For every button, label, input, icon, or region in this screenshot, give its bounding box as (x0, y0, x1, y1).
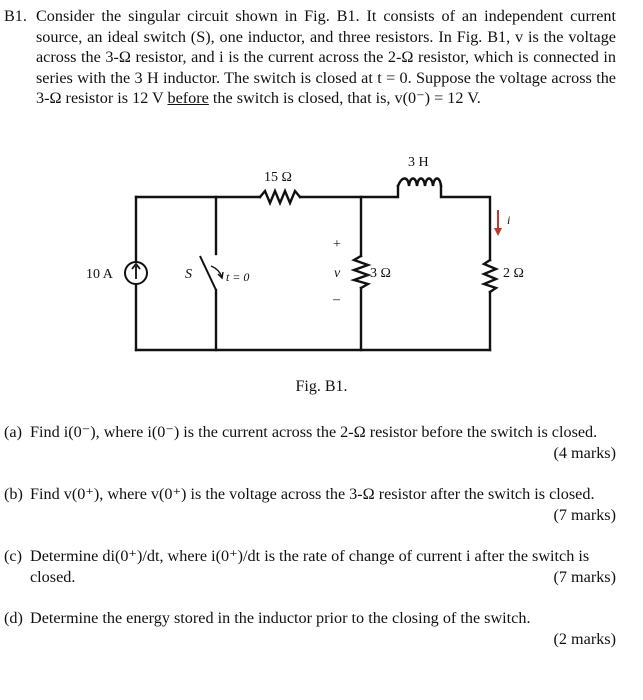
voltage-label: v (334, 266, 341, 281)
problem-text-emphasis: before (167, 89, 209, 107)
switch-icon (199, 255, 224, 291)
current-label: i (507, 213, 510, 227)
part-text: Find v(0⁺), where v(0⁺) is the voltage a… (30, 485, 595, 503)
part-label: (d) (4, 609, 23, 627)
problem-number: B1. (4, 7, 27, 25)
part-marks: (4 marks) (553, 444, 616, 462)
figure-caption: Fig. B1. (295, 378, 348, 395)
voltage-minus: – (332, 292, 341, 307)
question-part-b: (b) Find v(0⁺), where v(0⁺) is the volta… (4, 484, 616, 526)
question-part-d: (d) Determine the energy stored in the i… (4, 608, 616, 650)
resistor-2-label: 2 Ω (503, 266, 524, 281)
inductor-3h (396, 177, 443, 188)
part-text: Determine the energy stored in the induc… (30, 609, 531, 627)
resistor-3-ohm (350, 254, 372, 290)
problem-statement: B1. Consider the singular circuit shown … (4, 6, 616, 109)
resistor-2-ohm (480, 258, 500, 294)
problem-text-2: the switch is closed, that is, v(0⁻) = 1… (208, 89, 481, 107)
current-arrow-icon (494, 210, 502, 236)
part-marks: (7 marks) (553, 506, 616, 524)
part-label: (c) (4, 547, 22, 565)
problem-paragraph: Consider the singular circuit shown in F… (36, 6, 616, 109)
resistor-15-label: 15 Ω (264, 170, 292, 185)
current-source-icon (124, 261, 148, 285)
part-label: (a) (4, 423, 22, 441)
inductor-label: 3 H (408, 155, 429, 170)
voltage-plus: + (333, 237, 341, 252)
problem-text-1: Consider the singular circuit shown in F… (36, 7, 616, 107)
problem-body: Consider the singular circuit shown in F… (36, 6, 616, 109)
part-text: Determine di(0⁺)/dt, where i(0⁺)/dt is t… (30, 547, 590, 586)
resistor-15-ohm (258, 187, 302, 207)
part-label: (b) (4, 485, 23, 503)
part-text: Find i(0⁻), where i(0⁻) is the current a… (30, 423, 598, 441)
part-marks: (2 marks) (553, 630, 616, 648)
part-marks: (7 marks) (553, 568, 616, 586)
source-label: 10 A (86, 267, 114, 282)
switch-label: S (185, 267, 192, 282)
top-mid-wire (298, 184, 400, 199)
top-right-wire (439, 184, 492, 262)
question-part-a: (a) Find i(0⁻), where i(0⁻) is the curre… (4, 422, 616, 464)
circuit-diagram: 10 A S t = 0 15 Ω 3 H 3 Ω 2 Ω v + – i (86, 155, 524, 352)
question-part-c: (c) Determine di(0⁺)/dt, where i(0⁺)/dt … (4, 546, 616, 588)
switch-time-label: t = 0 (226, 270, 249, 284)
resistor-3-label: 3 Ω (370, 266, 391, 281)
